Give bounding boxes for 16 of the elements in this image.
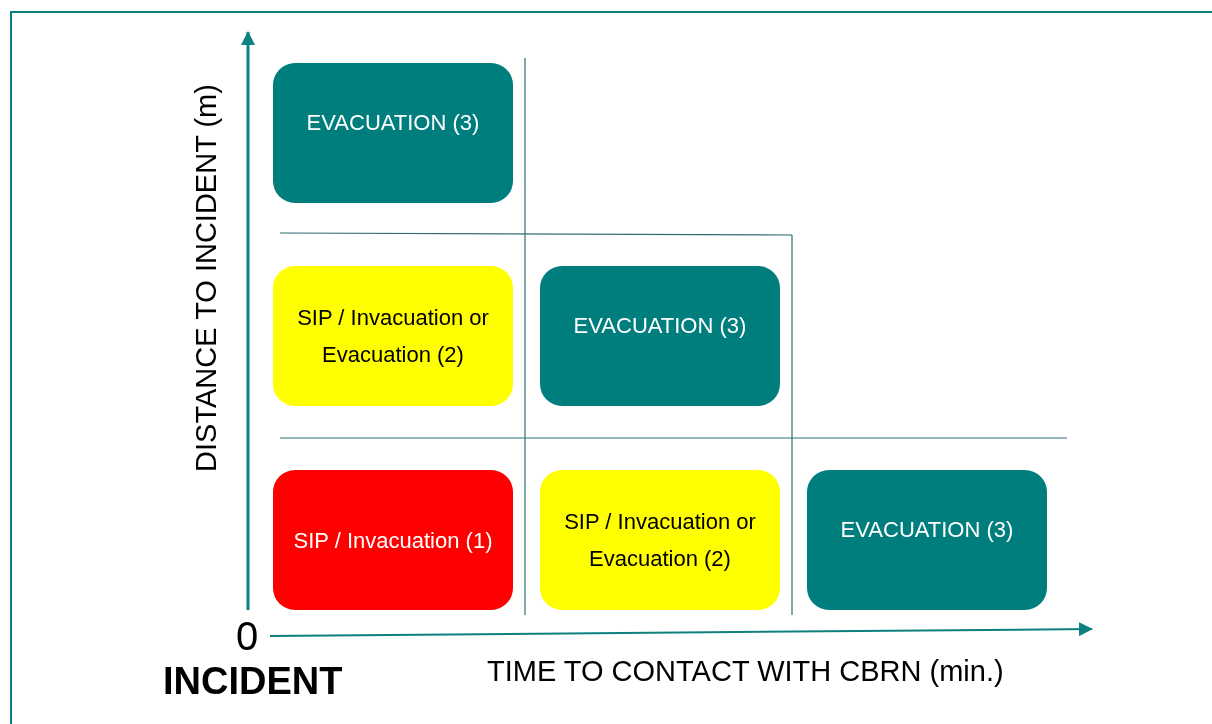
zone-box xyxy=(273,266,513,406)
zone-label: SIP / Invacuation (1) xyxy=(293,526,493,555)
zone-box xyxy=(540,470,780,610)
axis-title: DISTANCE TO INCIDENT (m) xyxy=(191,84,223,472)
zone-box xyxy=(273,63,513,203)
zone-label: EVACUATION (3) xyxy=(306,108,480,137)
axis-title: TIME TO CONTACT WITH CBRN (min.) xyxy=(487,656,1004,688)
zone-box xyxy=(273,470,513,610)
zone-label: EVACUATION (3) xyxy=(573,311,747,340)
origin-label: INCIDENT xyxy=(163,661,343,703)
axis-origin-label: 0 xyxy=(236,614,259,658)
zone-box xyxy=(807,470,1047,610)
zone-label: EVACUATION (3) xyxy=(840,515,1014,544)
zone-label: SIP / Invacuation or Evacuation (2) xyxy=(563,508,757,573)
zone-label: SIP / Invacuation or Evacuation (2) xyxy=(296,304,490,369)
zone-box xyxy=(540,266,780,406)
